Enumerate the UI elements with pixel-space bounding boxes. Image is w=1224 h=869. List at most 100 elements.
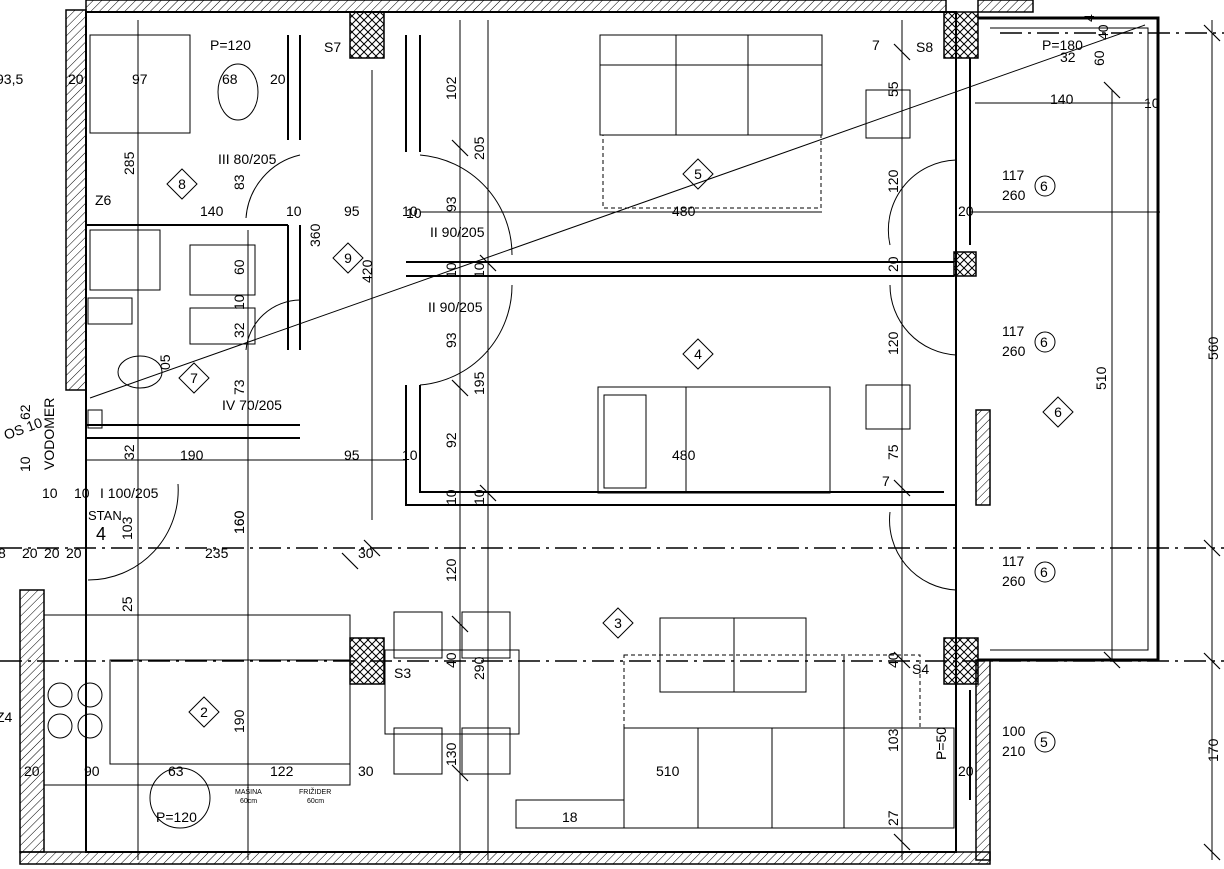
dim-label: 160 bbox=[231, 510, 247, 534]
dim-label: 20 bbox=[885, 256, 901, 272]
washer-label: MAŠINA bbox=[235, 787, 262, 796]
balcony bbox=[978, 16, 1160, 662]
room-tag-diamond bbox=[602, 607, 634, 639]
dim-label: 95 bbox=[344, 447, 360, 463]
dim-label: 10 bbox=[17, 456, 33, 472]
dim-label: 20 bbox=[66, 545, 82, 561]
dim-label: 32 bbox=[231, 322, 247, 338]
dim-label: 170 bbox=[1205, 738, 1221, 762]
dim-label: 8 bbox=[0, 545, 6, 561]
room-number: 6 bbox=[1054, 404, 1062, 420]
room-tag-diamond bbox=[1042, 396, 1074, 428]
window-tags bbox=[1034, 175, 1056, 753]
room-number: 4 bbox=[694, 346, 702, 362]
dimension-ticks bbox=[341, 24, 1221, 861]
dim-label: 285 bbox=[121, 151, 137, 175]
dim-label: 10 bbox=[443, 489, 459, 505]
dim-label: 260 bbox=[1002, 343, 1026, 359]
dim-label: 93 bbox=[443, 196, 459, 212]
dim-label: 122 bbox=[270, 763, 294, 779]
apartment-label: STAN bbox=[88, 508, 122, 523]
dim-label: 20 bbox=[68, 71, 84, 87]
dim-label: 75 bbox=[885, 444, 901, 460]
dim-label: 560 bbox=[1205, 336, 1221, 360]
dim-label: 40 bbox=[443, 652, 459, 668]
dim-label: 103 bbox=[119, 516, 135, 540]
opening-label: P=120 bbox=[210, 37, 251, 53]
dim-label: 93 bbox=[443, 332, 459, 348]
room-tag-diamond bbox=[682, 158, 714, 190]
dim-label: 95 bbox=[344, 203, 360, 219]
dim-label: 160 bbox=[231, 510, 247, 534]
room-number: 5 bbox=[694, 166, 702, 182]
dim-label: 120 bbox=[885, 169, 901, 193]
dim-label: 93,5 bbox=[0, 71, 23, 87]
fixture-labels: MAŠINA 60cm FRIŽIDER 60cm VODOMER OS 10 bbox=[2, 398, 332, 805]
dim-label: 290 bbox=[471, 656, 487, 680]
dim-label: 120 bbox=[443, 558, 459, 582]
dimension-lines bbox=[86, 20, 1213, 860]
column-labels: S3 S4 S7 S8 Z6 Z4 bbox=[0, 39, 933, 725]
door-label: II 90/205 bbox=[428, 299, 483, 315]
room-number: 2 bbox=[200, 704, 208, 720]
dim-label: 120 bbox=[885, 331, 901, 355]
opening-label: P=180 bbox=[1042, 37, 1083, 53]
window-width: 117 bbox=[1002, 553, 1025, 569]
room-number: 3 bbox=[614, 615, 622, 631]
dim-label: 10 bbox=[406, 205, 422, 221]
exterior-walls bbox=[19, 0, 1034, 865]
dim-label: 20 bbox=[22, 545, 38, 561]
dim-label: 480 bbox=[672, 447, 696, 463]
dim-label: 27 bbox=[885, 810, 901, 826]
dim-label: 32 bbox=[121, 444, 137, 460]
dim-label: 30 bbox=[358, 763, 374, 779]
dim-label: 05 bbox=[157, 354, 173, 370]
dim-label: 510 bbox=[656, 763, 680, 779]
column-label: S8 bbox=[916, 39, 933, 55]
column-label: Z4 bbox=[0, 709, 13, 725]
dim-label: 20 bbox=[44, 545, 60, 561]
door-label: III 80/205 bbox=[218, 151, 277, 167]
dim-label: 62 bbox=[17, 404, 33, 420]
dim-label: 10 bbox=[1144, 95, 1160, 111]
apartment-number: 4 bbox=[96, 524, 106, 544]
window-type: 6 bbox=[1040, 564, 1048, 580]
dim-label: 97 bbox=[132, 71, 148, 87]
room-tag-diamond bbox=[188, 696, 220, 728]
dim-label: 140 bbox=[200, 203, 224, 219]
dim-label: 92 bbox=[443, 432, 459, 448]
apartment-tag: STAN 4 bbox=[88, 508, 122, 544]
dim-label: 73 bbox=[231, 379, 247, 395]
dim-label: 10 bbox=[42, 485, 58, 501]
dim-label: 130 bbox=[443, 742, 459, 766]
window-type: 5 bbox=[1040, 734, 1048, 750]
dim-label: 10 bbox=[471, 489, 487, 505]
room-tag-diamond bbox=[166, 168, 198, 200]
dim-label: 210 bbox=[1002, 743, 1026, 759]
window-type: 6 bbox=[1040, 178, 1048, 194]
dim-label: 25 bbox=[119, 596, 135, 612]
room-tag-diamond bbox=[682, 338, 714, 370]
opening-label: P=120 bbox=[156, 809, 197, 825]
dim-label: 140 bbox=[1050, 91, 1074, 107]
interior-walls bbox=[86, 35, 971, 852]
column-label: S4 bbox=[912, 661, 929, 677]
dim-label: 20 bbox=[24, 763, 40, 779]
dim-label: 10 bbox=[231, 294, 247, 310]
dim-label: 20 bbox=[958, 203, 974, 219]
window-height: 260 bbox=[1002, 187, 1026, 203]
dim-label: 30 bbox=[358, 545, 374, 561]
dim-label: 60 bbox=[1091, 50, 1107, 66]
room-number: 7 bbox=[190, 370, 198, 386]
dim-label: 7 bbox=[882, 473, 890, 489]
room-tag-diamond bbox=[178, 362, 210, 394]
door-label: IV 70/205 bbox=[222, 397, 282, 413]
dim-label: 360 bbox=[307, 223, 323, 247]
window-labels: 260 6 6 117 260 6 5 bbox=[1002, 178, 1048, 750]
dim-label: 90 bbox=[84, 763, 100, 779]
dim-label: 10 bbox=[471, 262, 487, 278]
dim-label: 7 bbox=[872, 37, 880, 53]
fridge-size: 60cm bbox=[307, 798, 324, 805]
dim-label: 83 bbox=[231, 174, 247, 190]
